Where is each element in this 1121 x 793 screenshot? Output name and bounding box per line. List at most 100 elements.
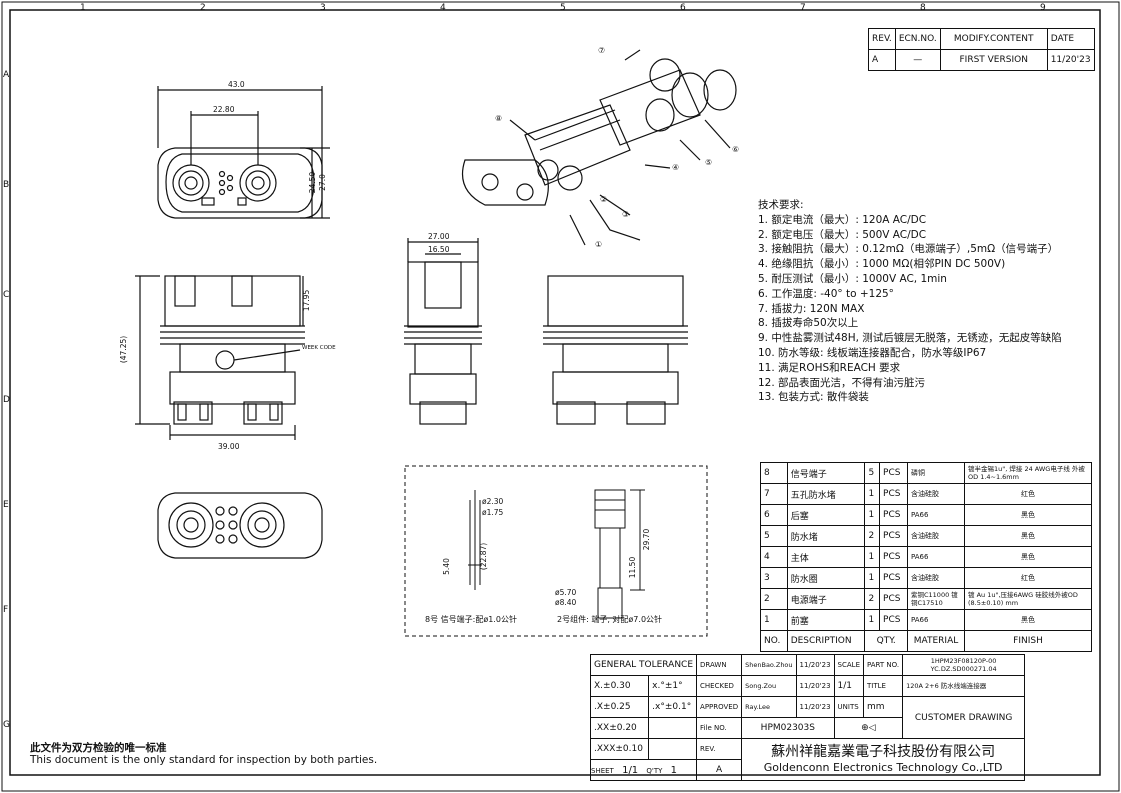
bom-header: FINISH (964, 630, 1092, 652)
dim-label: 27.0 (317, 174, 327, 191)
bom-cell: 镀半金锡1u", 焊接 24 AWG电子线 外被OD 1.4~1.6mm (964, 462, 1092, 484)
callout: ⑤ (705, 158, 713, 167)
tolerance: .XX±0.20 (589, 717, 650, 739)
company-cn: 蘇州祥龍嘉業電子科技股份有限公司 (771, 743, 996, 760)
tb-label: DRAWN (696, 654, 743, 676)
bom-header: MATERIAL (907, 630, 965, 652)
bom-cell: 红色 (964, 483, 1092, 505)
bom-cell: PCS (879, 504, 908, 526)
tb-value: Song.Zou (741, 675, 797, 697)
projection-symbol-icon: ⊕◁ (833, 717, 904, 739)
bom-cell: PCS (879, 588, 908, 610)
back-view (543, 275, 688, 425)
requirements-title: 技术要求: (758, 199, 804, 211)
bom-cell: PCS (879, 525, 908, 547)
bom-cell: 含油硅胶 (907, 525, 965, 547)
requirement-item: 8. 插拔寿命50次以上 (758, 317, 859, 330)
front-view (157, 86, 330, 219)
dim-label: 27.00 (428, 232, 450, 241)
callout: ④ (672, 163, 680, 172)
tb-label: CHECKED (696, 675, 743, 697)
zone-col: 1 (80, 3, 86, 13)
technical-requirements: 技术要求: 1. 额定电流（最大）: 120A AC/DC 2. 额定电压（最大… (758, 198, 1062, 405)
callout: ⑦ (598, 46, 606, 55)
zone-row: E (3, 500, 9, 510)
company-en: Goldenconn Electronics Technology Co.,LT… (763, 760, 1003, 774)
bom-cell: 2 (864, 588, 881, 610)
tb-value: 1/1 (622, 764, 639, 776)
bom-cell: 防水圈 (786, 567, 866, 589)
dim-label: ø1.75 (482, 508, 504, 517)
tb-label: TITLE (862, 675, 904, 697)
zone-row: D (3, 395, 10, 405)
dim-label: ø5.70 (555, 588, 577, 597)
bom-row: 4 主体 1 PCS PA66 黑色 (760, 546, 1092, 568)
bom-row: 1 前塞 1 PCS PA66 黑色 (760, 609, 1092, 631)
tb-label: SCALE (833, 654, 865, 676)
exploded-view (461, 49, 737, 246)
dim-label: 16.50 (428, 245, 450, 254)
zone-col: 8 (920, 3, 926, 13)
bom-cell: PCS (879, 462, 908, 484)
bom-row: 3 防水圈 1 PCS 含油硅胶 红色 (760, 567, 1092, 589)
tb-label: UNITS (833, 696, 865, 718)
bom-cell: 五孔防水堵 (786, 483, 866, 505)
sheet-qty: SHEET 1/1 Q'TY 1 (589, 759, 698, 781)
rev-cell: A (868, 49, 896, 71)
tolerance (648, 738, 698, 760)
tb-label: SHEET (591, 766, 614, 775)
dim-label: (47.25) (119, 335, 129, 364)
bom-row: 6 后塞 1 PCS PA66 黑色 (760, 504, 1092, 526)
dim-label: 24.50 (308, 171, 318, 194)
zone-row: F (3, 605, 9, 615)
tolerance: .X±0.25 (589, 696, 650, 718)
revision-table: REV. ECN.NO. MODIFY.CONTENT DATE A — FIR… (868, 28, 1095, 71)
zone-col: 4 (440, 3, 446, 13)
requirement-item: 10. 防水等级: 线板端连接器配合，防水等级IP67 (758, 346, 987, 359)
requirement-item: 6. 工作温度: -40° to +125° (758, 287, 894, 300)
bom-cell: 主体 (786, 546, 866, 568)
tb-value: ShenBao.Zhou (741, 654, 797, 676)
zone-col: 3 (320, 3, 326, 13)
bom-cell: 前塞 (786, 609, 866, 631)
requirement-item: 4. 绝缘阻抗（最小）: 1000 MΩ(相邻PIN DC 500V) (758, 258, 1006, 271)
bom-cell: 2 (864, 525, 881, 547)
bom-cell: 防水堵 (786, 525, 866, 547)
bom-cell: 镀 Au 1u",压接6AWG 硅胶线外被OD (8.5±0.10) mm (964, 588, 1092, 610)
bom-cell: PCS (879, 546, 908, 568)
requirement-item: 2. 额定电压（最大）: 500V AC/DC (758, 228, 927, 241)
zone-row: A (3, 70, 10, 80)
bom-cell: 紫铜C11000 镀铜C17510 (907, 588, 965, 610)
tolerance: .XXX±0.10 (589, 738, 650, 760)
footer-en: This document is the only standard for i… (30, 754, 378, 766)
tb-label: APPROVED (696, 696, 743, 718)
bom-cell: 1 (864, 546, 881, 568)
dim-label: 39.00 (218, 442, 240, 451)
bom-cell: 2 (760, 588, 788, 610)
tb-value: 11/20'23 (795, 675, 835, 697)
tb-value: 1HPM23F08120P-00 YC.DZ.SD000271.04 (902, 654, 1026, 676)
bom-cell: 信号端子 (786, 462, 866, 484)
bom-cell: PA66 (907, 504, 965, 526)
requirement-item: 9. 中性盐雾测试48H, 测试后镀层无脱落，无锈迹，无起皮等缺陷 (758, 332, 1062, 345)
dim-label: ø8.40 (555, 598, 577, 607)
footer-cn: 此文件为双方检验的唯一标准 (30, 742, 167, 754)
rev-cell: FIRST VERSION (939, 49, 1048, 71)
tb-value: 11/20'23 (795, 696, 835, 718)
tb-value: Ray.Lee (741, 696, 797, 718)
zone-col: 2 (200, 3, 206, 13)
dim-label: 5.40 (441, 558, 451, 575)
dim-label: 22.80 (213, 105, 235, 114)
general-tolerance: GENERAL TOLERANCE (589, 654, 698, 676)
callout: ③ (622, 210, 630, 219)
dim-label: (22.87) (479, 542, 489, 571)
bom-row: 8 信号端子 5 PCS 磷铜 镀半金锡1u", 焊接 24 AWG电子线 外被… (760, 462, 1092, 484)
callout: ⑥ (732, 145, 740, 154)
title-block: GENERAL TOLERANCE DRAWN ShenBao.Zhou 11/… (589, 654, 1026, 781)
zone-col: 6 (680, 3, 686, 13)
zone-row: G (3, 720, 10, 730)
customer-drawing: CUSTOMER DRAWING (902, 696, 1026, 739)
main-view (135, 275, 305, 440)
